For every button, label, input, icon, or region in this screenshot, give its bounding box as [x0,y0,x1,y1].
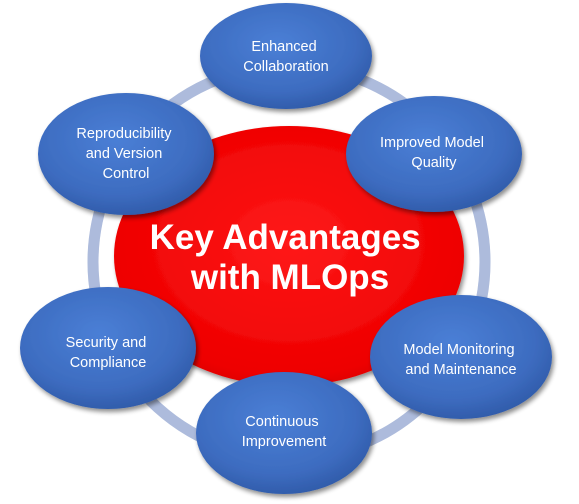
node-label-line: Continuous [245,414,318,430]
node-circle [370,295,552,419]
node-label: Continuous Improvement [242,414,327,450]
node-label-line: and Version [86,146,163,162]
node-label: Model Monitoring and Maintenance [403,342,518,378]
node-security-compliance: Security and Compliance [20,287,196,409]
node-model-monitoring: Model Monitoring and Maintenance [370,295,552,419]
node-label-line: Security and [66,335,147,351]
node-circle [38,93,214,215]
node-label-line: Model Monitoring [403,342,514,358]
node-circle [346,96,522,212]
center-title: Key Advantages with MLOps [150,218,431,297]
node-label-line: Collaboration [243,59,328,75]
node-label: Improved Model Quality [380,135,488,171]
node-label-line: Reproducibility [76,126,172,142]
node-circle [196,372,372,494]
center-title-line-1: Key Advantages [150,218,421,257]
node-label-line: Improvement [242,434,327,450]
node-circle [200,3,372,109]
node-label-line: Quality [411,155,457,171]
node-continuous-improvement: Continuous Improvement [196,372,372,494]
center-title-line-2: with MLOps [190,258,389,297]
node-label-line: and Maintenance [405,362,516,378]
node-improved-model-quality: Improved Model Quality [346,96,522,212]
node-label-line: Control [103,166,150,182]
node-label-line: Compliance [70,355,147,371]
node-label-line: Enhanced [251,39,316,55]
node-label-line: Improved Model [380,135,484,151]
node-label: Reproducibility and Version Control [76,126,175,182]
node-label: Security and Compliance [66,335,151,371]
node-label: Enhanced Collaboration [243,39,328,75]
node-circle [20,287,196,409]
node-reproducibility: Reproducibility and Version Control [38,93,214,215]
node-enhanced-collaboration: Enhanced Collaboration [200,3,372,109]
